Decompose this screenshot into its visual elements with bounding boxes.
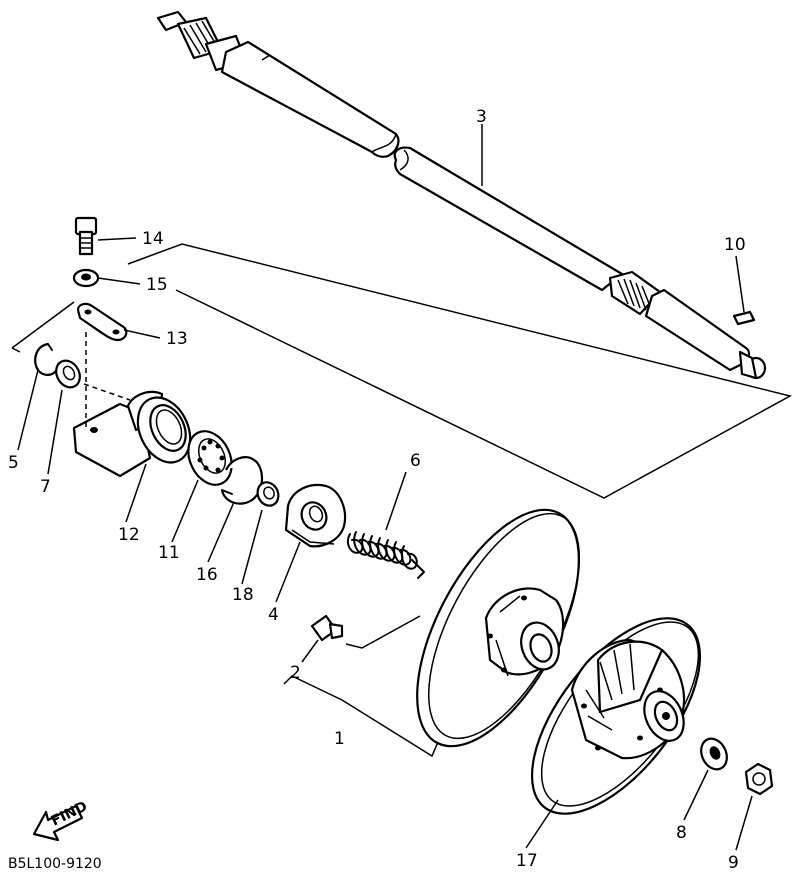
callout-16: 16 [196, 565, 218, 585]
leader-lines [17, 124, 753, 851]
washer-part-8 [700, 737, 728, 771]
spring-part-6 [346, 531, 425, 579]
callout-4: 4 [268, 605, 279, 625]
callout-15: 15 [146, 275, 168, 295]
assembly-dashed-lines [83, 332, 131, 430]
callout-11: 11 [158, 543, 180, 563]
callout-9: 9 [728, 853, 739, 873]
callout-18: 18 [232, 585, 254, 605]
callout-7: 7 [40, 477, 51, 497]
circlip-part-16 [220, 456, 264, 505]
shaft-part-3 [156, 10, 767, 380]
callout-6: 6 [410, 451, 421, 471]
housing-part-12 [72, 390, 192, 478]
callout-5: 5 [8, 453, 19, 473]
sliding-sheave-part-17 [530, 617, 702, 815]
find-arrow-icon: FIND [32, 799, 90, 842]
key-part-10 [732, 310, 756, 326]
washer-part-7 [55, 359, 81, 389]
cam-part-4 [284, 483, 347, 548]
callout-1: 1 [334, 729, 345, 749]
callout-2: 2 [290, 663, 301, 683]
callout-labels: 3 10 14 15 13 5 7 12 11 16 18 4 6 2 1 17… [8, 107, 746, 873]
callout-8: 8 [676, 823, 687, 843]
collar-part-18 [256, 481, 280, 507]
nipple-part-2 [310, 614, 344, 642]
washer-part-15 [72, 268, 100, 288]
callout-13: 13 [166, 329, 188, 349]
bearing-part-11 [187, 430, 233, 486]
fixed-sheave-part-1 [416, 508, 580, 748]
callout-14: 14 [142, 229, 164, 249]
nut-part-9 [744, 762, 774, 796]
callout-10: 10 [724, 235, 746, 255]
callout-12: 12 [118, 525, 140, 545]
bolt-part-14 [74, 216, 98, 256]
diagram-code: B5L100-9120 [8, 856, 102, 872]
assembly-bracket-lines [11, 243, 793, 758]
callout-3: 3 [476, 107, 487, 127]
callout-17: 17 [516, 851, 538, 871]
plate-part-13 [76, 302, 128, 342]
